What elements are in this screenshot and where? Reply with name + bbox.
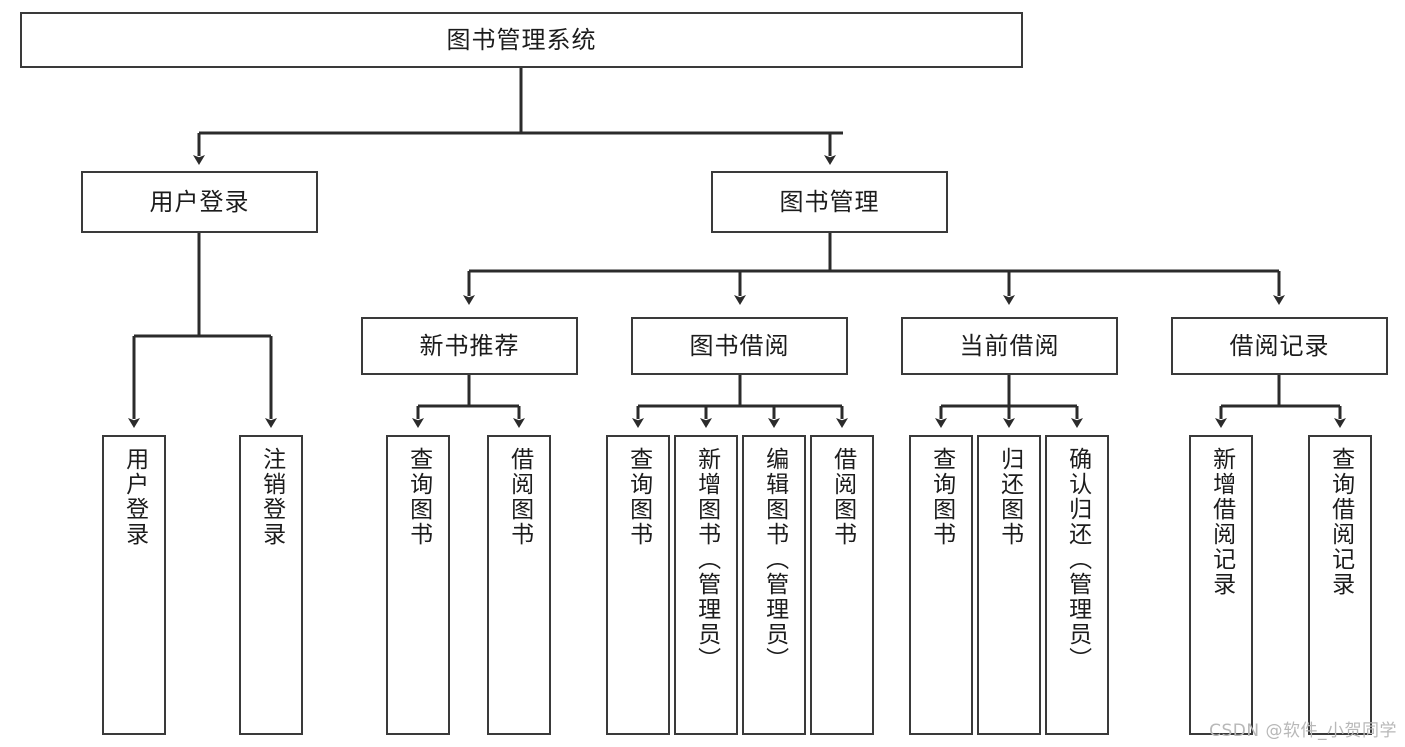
node-leaf-add-book[interactable]: 新增图书（管理员） [674, 435, 738, 735]
node-new-book-rec-label: 新书推荐 [419, 331, 520, 360]
node-leaf-confirm-return[interactable]: 确认归还（管理员） [1045, 435, 1109, 735]
node-leaf-add-record[interactable]: 新增借阅记录 [1189, 435, 1253, 735]
node-leaf-user-login-label: 用户登录 [121, 447, 148, 547]
node-leaf-borrow-book-1[interactable]: 借阅图书 [487, 435, 551, 735]
node-user-login[interactable]: 用户登录 [81, 171, 318, 233]
node-leaf-query-book-1[interactable]: 查询图书 [386, 435, 450, 735]
node-leaf-query-book-3-label: 查询图书 [928, 447, 955, 547]
node-leaf-query-record-label: 查询借阅记录 [1327, 447, 1354, 597]
node-leaf-return-book[interactable]: 归还图书 [977, 435, 1041, 735]
node-leaf-query-book-1-label: 查询图书 [405, 447, 432, 547]
node-leaf-add-book-label: 新增图书（管理员） [693, 447, 720, 672]
node-new-book-rec[interactable]: 新书推荐 [361, 317, 578, 375]
node-leaf-query-book-2-label: 查询图书 [625, 447, 652, 547]
node-borrow-record[interactable]: 借阅记录 [1171, 317, 1388, 375]
node-book-manage-label: 图书管理 [779, 187, 880, 216]
node-leaf-add-record-label: 新增借阅记录 [1208, 447, 1235, 597]
node-root[interactable]: 图书管理系统 [20, 12, 1023, 68]
node-leaf-logout-login[interactable]: 注销登录 [239, 435, 303, 735]
node-leaf-return-book-label: 归还图书 [996, 447, 1023, 547]
node-leaf-borrow-book-1-label: 借阅图书 [506, 447, 533, 547]
node-leaf-borrow-book-2[interactable]: 借阅图书 [810, 435, 874, 735]
watermark-text: CSDN @软件_小贺同学 [1209, 721, 1397, 741]
node-book-borrow-label: 图书借阅 [689, 331, 790, 360]
node-book-borrow[interactable]: 图书借阅 [631, 317, 848, 375]
node-leaf-logout-login-label: 注销登录 [258, 447, 285, 547]
node-leaf-borrow-book-2-label: 借阅图书 [829, 447, 856, 547]
node-leaf-confirm-return-label: 确认归还（管理员） [1064, 447, 1091, 672]
node-current-borrow-label: 当前借阅 [959, 331, 1060, 360]
node-leaf-query-book-2[interactable]: 查询图书 [606, 435, 670, 735]
node-book-manage[interactable]: 图书管理 [711, 171, 948, 233]
node-borrow-record-label: 借阅记录 [1229, 331, 1330, 360]
node-leaf-query-record[interactable]: 查询借阅记录 [1308, 435, 1372, 735]
node-root-label: 图书管理系统 [446, 25, 597, 54]
node-user-login-label: 用户登录 [149, 187, 250, 216]
node-leaf-edit-book-label: 编辑图书（管理员） [761, 447, 788, 672]
node-leaf-user-login[interactable]: 用户登录 [102, 435, 166, 735]
node-leaf-edit-book[interactable]: 编辑图书（管理员） [742, 435, 806, 735]
node-leaf-query-book-3[interactable]: 查询图书 [909, 435, 973, 735]
node-current-borrow[interactable]: 当前借阅 [901, 317, 1118, 375]
